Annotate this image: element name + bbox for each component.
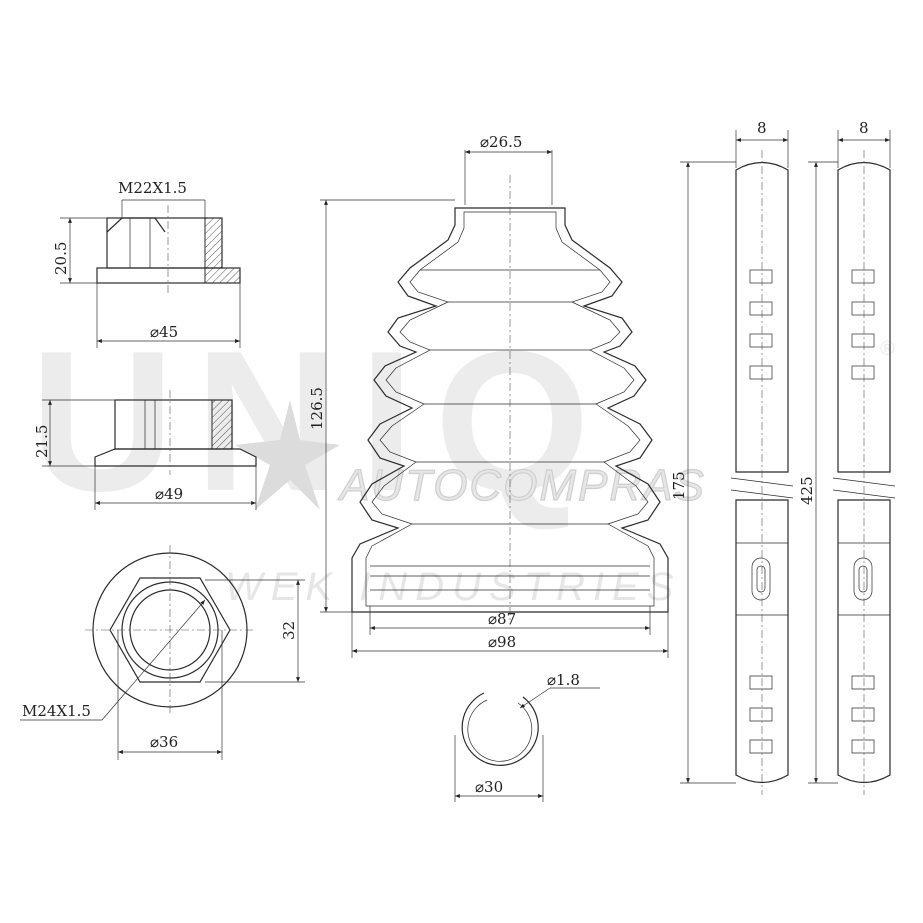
flanged-nut-thread-label: M22X1.5 xyxy=(118,179,187,197)
flanged-nut-diameter-label: ⌀45 xyxy=(150,323,178,341)
collar-nut-diameter-label: ⌀49 xyxy=(155,485,183,503)
flanged-nut-dimensions: M22X1.5 20.5 ⌀45 xyxy=(52,179,241,348)
short-strap-dimensions: 8 175 xyxy=(670,119,789,784)
clip-dimensions: ⌀1.8 ⌀30 xyxy=(454,671,600,802)
long-strap-dimensions: 8 425 xyxy=(798,119,891,784)
watermark-tagline: AUTOCOMPRAS xyxy=(337,461,706,510)
cv-boot-top-diameter-label: ⌀26.5 xyxy=(480,133,522,151)
cv-boot-inner-diameter-label: ⌀87 xyxy=(488,610,516,628)
watermark-star-logo xyxy=(235,400,340,510)
collar-nut-drawing xyxy=(94,390,257,475)
flanged-nut-height-label: 20.5 xyxy=(52,242,70,275)
long-strap-width-label: 8 xyxy=(859,119,869,137)
collar-nut-height-label: 21.5 xyxy=(33,425,51,458)
short-strap-width-label: 8 xyxy=(757,119,767,137)
watermark: UNIQ ® AUTOCOMPRAS WEK INDUSTRIES xyxy=(30,310,895,609)
nut-top-view-dimensions: 32 M24X1.5 ⌀36 xyxy=(20,579,305,760)
nut-top-view-af-label: 32 xyxy=(280,621,298,640)
cv-boot-height-label: 126.5 xyxy=(308,387,326,430)
long-strap-drawing xyxy=(832,150,896,795)
collar-nut-dimensions: 21.5 ⌀49 xyxy=(33,399,257,510)
nut-top-view-drawing xyxy=(85,545,255,715)
clip-wire-label: ⌀1.8 xyxy=(547,671,580,689)
short-strap-length-label: 175 xyxy=(670,471,688,500)
watermark-registered: ® xyxy=(880,338,895,360)
watermark-subline: WEK INDUSTRIES xyxy=(225,565,681,609)
nut-top-view-thread-label: M24X1.5 xyxy=(22,702,91,720)
short-strap-drawing xyxy=(730,150,794,795)
clip-drawing xyxy=(461,692,539,766)
clip-diameter-label: ⌀30 xyxy=(475,778,503,796)
flanged-nut-drawing xyxy=(96,205,241,295)
nut-top-view-diameter-label: ⌀36 xyxy=(150,733,178,751)
cv-boot-outer-diameter-label: ⌀98 xyxy=(488,633,516,651)
cv-boot-dimensions: ⌀26.5 126.5 ⌀87 ⌀98 xyxy=(308,133,669,658)
long-strap-length-label: 425 xyxy=(798,476,816,505)
